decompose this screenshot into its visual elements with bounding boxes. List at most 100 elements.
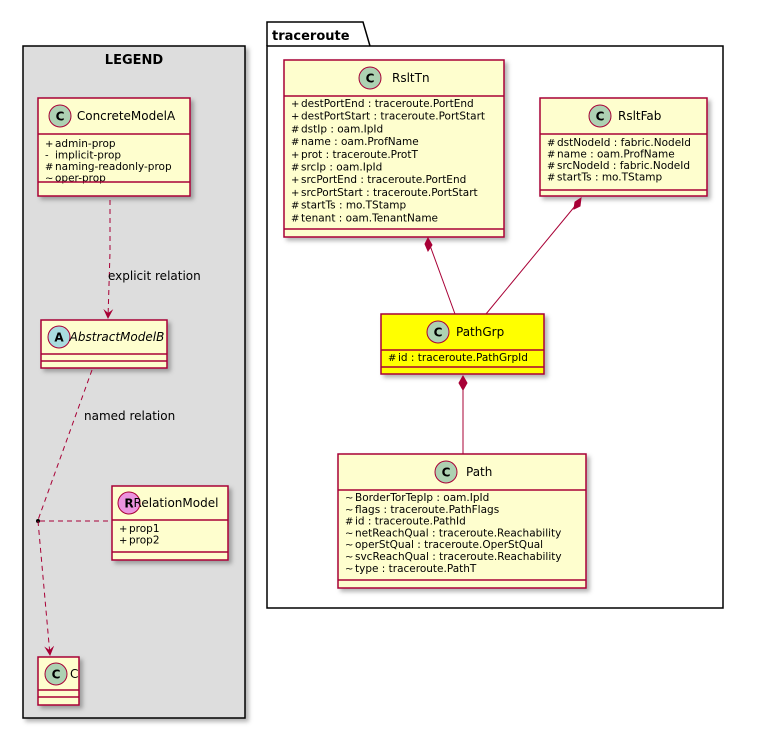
visibility-marker: +: [45, 139, 53, 150]
class-badge-icon: [358, 66, 382, 90]
attribute-list: #id : traceroute.PathGrpId: [388, 352, 528, 364]
visibility-marker: #: [291, 137, 299, 148]
class-name: ConcreteModelA: [77, 109, 176, 123]
class-name: RsltFab: [618, 109, 661, 123]
class-concrete-model-a[interactable]: C ConcreteModelA +admin-prop-implicit-pr…: [37, 97, 191, 197]
attribute-item: srcPortEnd : traceroute.PortEnd: [301, 174, 466, 186]
class-name: Path: [466, 465, 492, 479]
attribute-item: flags : traceroute.PathFlags: [355, 504, 499, 516]
abstract-badge-icon: [47, 325, 71, 349]
attribute-item: startTs : mo.TStamp: [557, 172, 662, 184]
class-name: AbstractModelB: [69, 330, 165, 344]
visibility-marker: #: [291, 213, 299, 224]
composition-diamond-icon: [458, 374, 468, 392]
visibility-marker: +: [291, 150, 299, 161]
visibility-marker: #: [547, 173, 555, 184]
visibility-marker: #: [291, 124, 299, 135]
attribute-item: svcReachQual : traceroute.Reachability: [355, 551, 562, 563]
attribute-list: #dstNodeId : fabric.NodeId#name : oam.Pr…: [547, 137, 691, 184]
class-rsltfab[interactable]: C RsltFab #dstNodeId : fabric.NodeId#nam…: [539, 97, 708, 197]
visibility-marker: #: [547, 161, 555, 172]
class-badge-icon: [48, 104, 72, 128]
visibility-marker: ~: [345, 528, 353, 539]
visibility-marker: +: [291, 175, 299, 186]
class-badge-letter: C: [52, 668, 61, 682]
legend-title: LEGEND: [105, 53, 164, 68]
class-badge-icon: [588, 104, 612, 128]
attribute-item: startTs : mo.TStamp: [301, 200, 406, 212]
class-abstract-model-b[interactable]: A AbstractModelB: [40, 319, 168, 369]
package-title: traceroute: [272, 29, 350, 44]
visibility-marker: ~: [345, 505, 353, 516]
attribute-item: destPortEnd : traceroute.PortEnd: [301, 98, 474, 110]
named-relation-label: named relation: [84, 409, 175, 423]
composition-edge-rslttn-pathgrp: [427, 239, 456, 315]
visibility-marker: +: [119, 536, 127, 547]
class-badge-letter: C: [366, 72, 375, 86]
class-badge-letter: C: [434, 326, 443, 340]
class-name: RelationModel: [134, 496, 219, 510]
visibility-marker: ~: [345, 552, 353, 563]
visibility-marker: #: [345, 517, 353, 528]
visibility-marker: +: [119, 524, 127, 535]
attribute-item: destPortStart : traceroute.PortStart: [301, 111, 485, 123]
visibility-marker: +: [291, 99, 299, 110]
composition-diamond-icon: [424, 236, 433, 253]
attribute-item: name : oam.ProfName: [301, 136, 419, 148]
explicit-relation-label: explicit relation: [108, 269, 201, 283]
class-badge-letter: C: [56, 110, 65, 124]
visibility-marker: #: [547, 150, 555, 161]
class-pathgrp[interactable]: C PathGrp #id : traceroute.PathGrpId: [380, 313, 545, 375]
attribute-item: srcIp : oam.IpId: [301, 162, 382, 174]
class-badge-icon: [426, 320, 450, 344]
class-name: PathGrp: [456, 325, 504, 339]
class-badge-icon: [434, 460, 458, 484]
relation-badge-icon: [117, 491, 141, 515]
attribute-item: dstNodeId : fabric.NodeId: [557, 137, 691, 149]
attribute-item: srcPortStart : traceroute.PortStart: [301, 187, 478, 199]
class-path[interactable]: C Path ~BorderTorTepIp : oam.IpId~flags …: [337, 453, 587, 589]
attribute-item: prop1: [129, 523, 160, 535]
attribute-item: netReachQual : traceroute.Reachability: [355, 527, 561, 539]
visibility-marker: ~: [45, 174, 53, 185]
attribute-item: name : oam.ProfName: [557, 149, 675, 161]
attribute-item: id : traceroute.PathId: [355, 516, 466, 528]
attribute-list: +destPortEnd : traceroute.PortEnd+destPo…: [291, 98, 485, 224]
attribute-item: prop2: [129, 535, 160, 547]
visibility-marker: +: [291, 112, 299, 123]
attribute-item: prot : traceroute.ProtT: [301, 149, 418, 161]
class-badge-letter: C: [596, 110, 605, 124]
class-badge-icon: [44, 662, 68, 686]
attribute-list: ~BorderTorTepIp : oam.IpId~flags : trace…: [345, 492, 562, 575]
class-name: C: [70, 667, 78, 681]
visibility-marker: ~: [345, 540, 353, 551]
attribute-item: tenant : oam.TenantName: [301, 212, 438, 224]
visibility-marker: +: [291, 188, 299, 199]
composition-diamond-icon: [573, 196, 582, 210]
visibility-marker: #: [388, 353, 396, 364]
visibility-marker: ~: [345, 564, 353, 575]
named-relation-edge-to-c: [37, 520, 55, 656]
attribute-item: id : traceroute.PathGrpId: [398, 352, 528, 364]
package-traceroute: traceroute C RsltTn +destPortEnd : trace…: [266, 21, 724, 609]
class-rslttn[interactable]: C RsltTn +destPortEnd : traceroute.PortE…: [283, 59, 505, 238]
attribute-item: operStQual : traceroute.OperStQual: [355, 539, 543, 551]
class-badge-letter: C: [442, 466, 451, 480]
composition-edge-rsltfab-pathgrp: [485, 199, 581, 315]
attribute-item: naming-readonly-prop: [55, 161, 172, 173]
visibility-marker: #: [291, 163, 299, 174]
visibility-marker: -: [45, 151, 49, 162]
relation-badge-letter: R: [124, 497, 133, 511]
attribute-item: srcNodeId : fabric.NodeId: [557, 160, 690, 172]
visibility-marker: #: [45, 162, 53, 173]
class-c[interactable]: C C: [37, 656, 80, 706]
class-name: RsltTn: [392, 71, 430, 85]
package-tab: [266, 21, 371, 47]
class-relation-model[interactable]: R RelationModel +prop1+prop2: [111, 485, 229, 561]
visibility-marker: ~: [345, 493, 353, 504]
attribute-item: BorderTorTepIp : oam.IpId: [355, 492, 489, 504]
attribute-list: +prop1+prop2: [119, 523, 160, 547]
attribute-item: type : traceroute.PathT: [355, 563, 477, 575]
attribute-item: dstIp : oam.IpId: [301, 123, 383, 135]
